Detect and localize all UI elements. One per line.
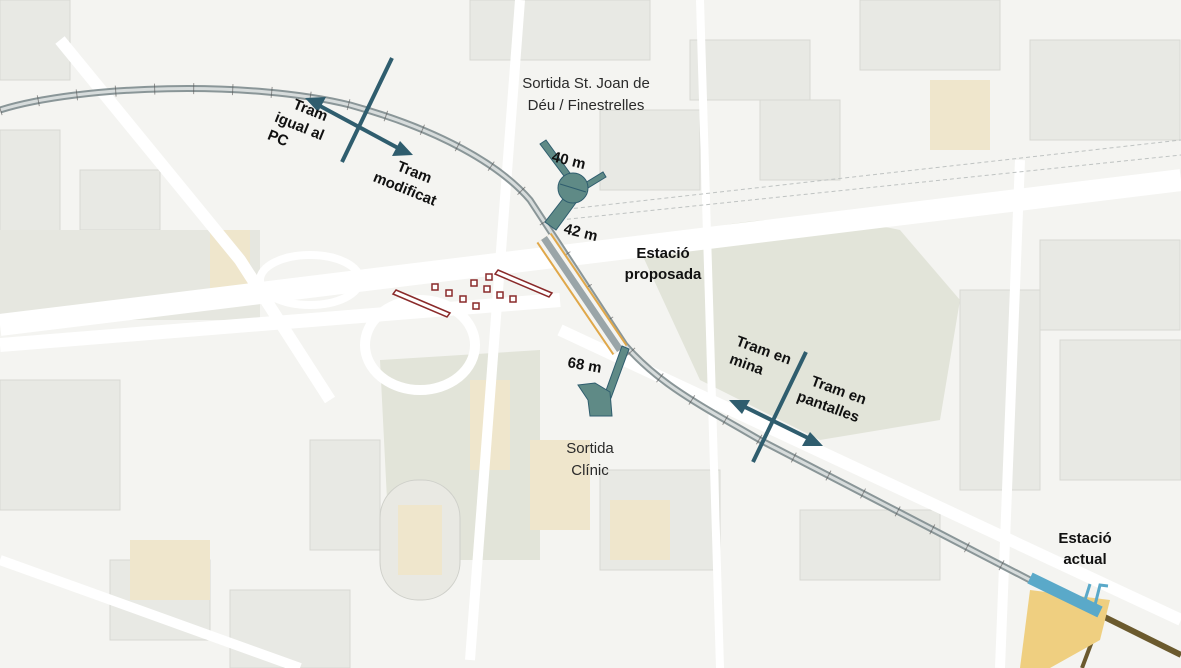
current-station (1020, 572, 1110, 668)
exit-clinic (577, 345, 630, 417)
label-distance-68m: 68 m (566, 354, 603, 377)
tunnel-route (0, 83, 1033, 585)
arrow-left-icon (729, 400, 750, 414)
label-exit-clinic-line2: Clínic (571, 462, 609, 479)
arrow-right-icon (802, 432, 823, 446)
section-divider-2 (729, 351, 823, 463)
arrow-right-icon (392, 141, 413, 156)
rail-lines (559, 139, 1181, 221)
label-exit-clinic-line1: Sortida (566, 440, 614, 457)
label-distance-40m: 40 m (550, 148, 587, 173)
label-station-current-line1: Estació (1058, 530, 1111, 547)
label-station-proposed-line2: proposada (625, 266, 702, 283)
proposed-station (536, 232, 628, 356)
section-divider-1 (305, 57, 413, 163)
label-exit-st-joan-line1: Sortida St. Joan de (522, 75, 650, 92)
arrow-left-icon (305, 97, 326, 112)
label-station-current-line2: actual (1063, 551, 1106, 568)
label-station-proposed-line1: Estació (636, 245, 689, 262)
svg-text:PC: PC (265, 127, 291, 151)
label-distance-42m: 42 m (562, 220, 599, 245)
red-markers (391, 269, 554, 318)
sports-track (379, 479, 461, 601)
label-exit-st-joan-line2: Déu / Finestrelles (528, 97, 645, 114)
exit-st-joan-de-deu (539, 139, 607, 231)
label-section-modified: Tram modificat (371, 158, 439, 210)
